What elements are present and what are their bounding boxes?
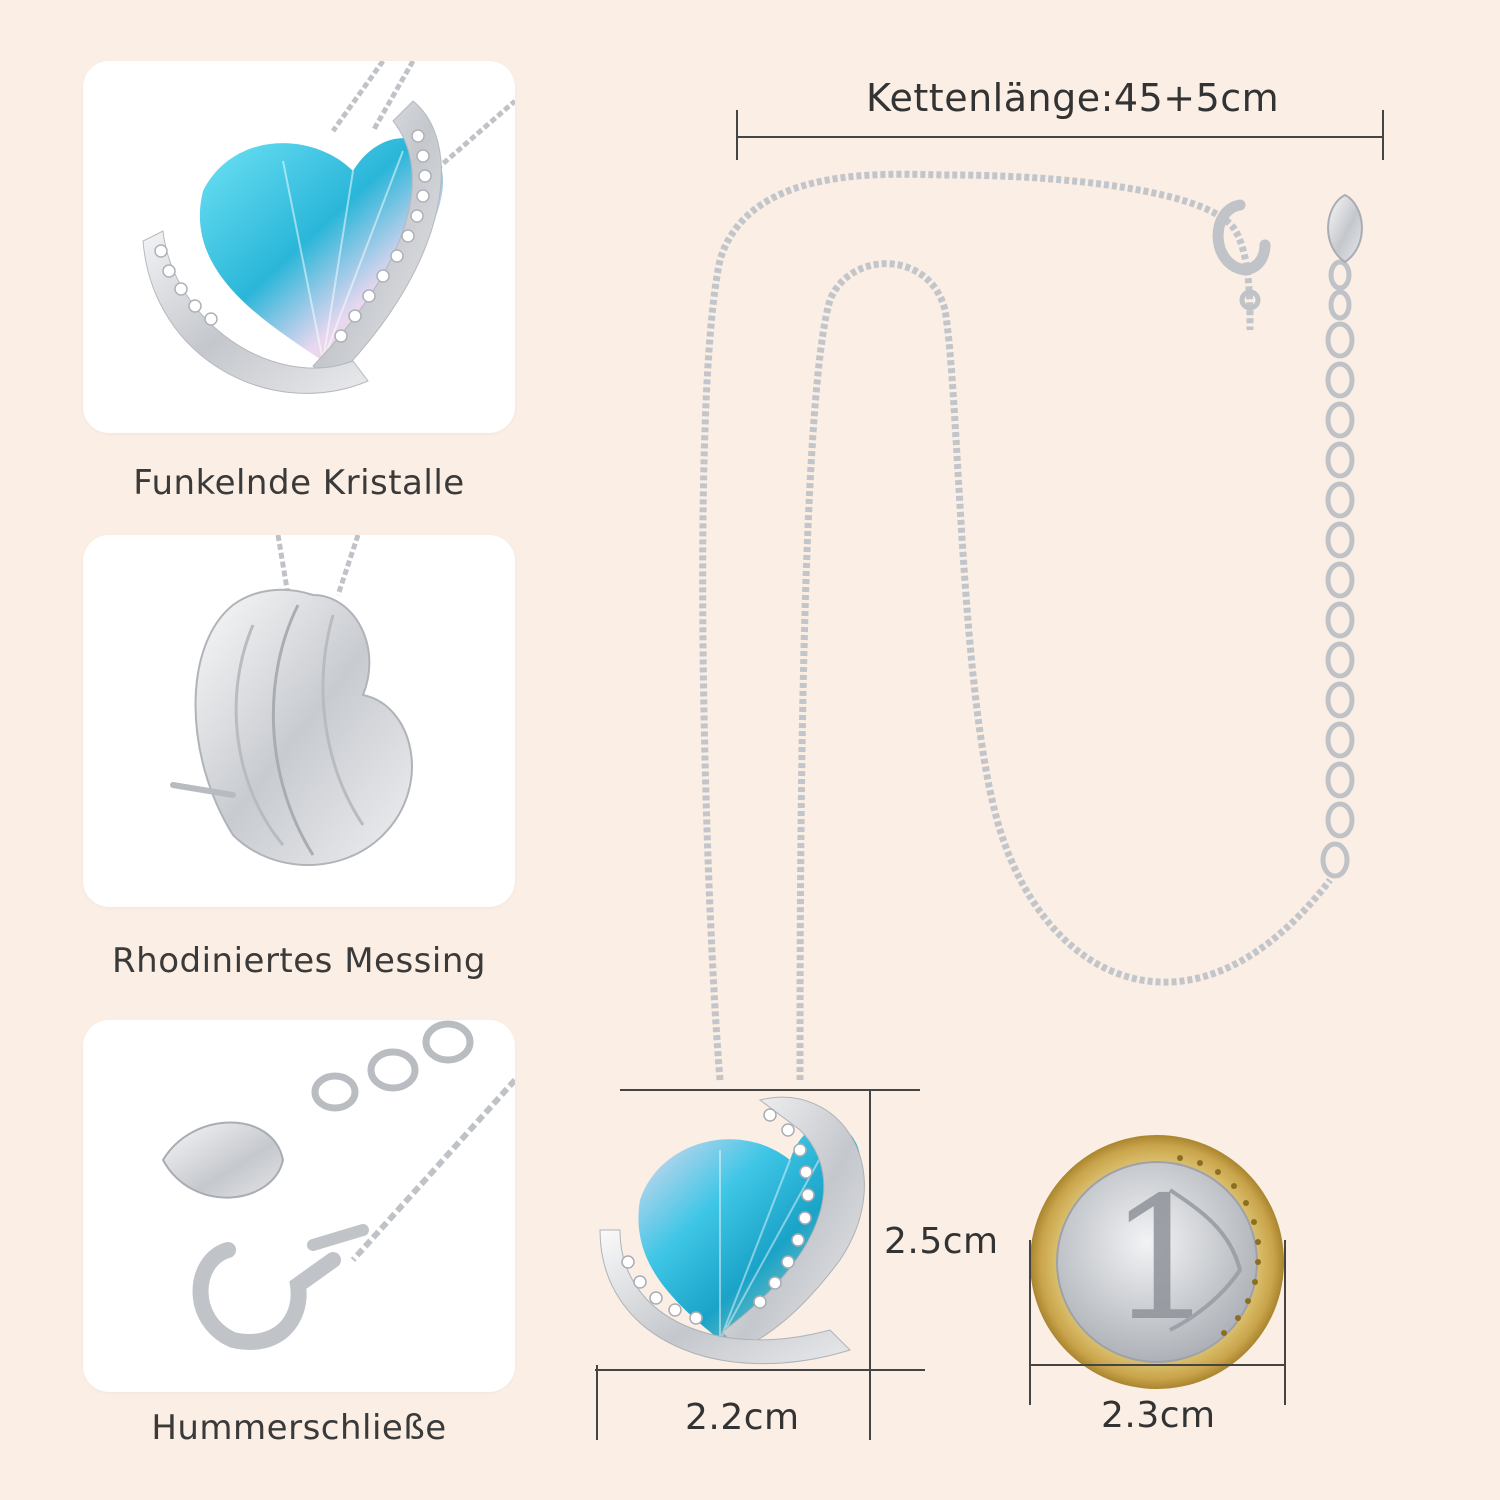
necklace-chain [699, 170, 1254, 1081]
chain-length-dimension-line [736, 110, 1384, 160]
pendant-dimension-lines [595, 1089, 925, 1440]
oval-tag [1327, 193, 1363, 264]
chain-length-label: Kettenlänge:45+5cm [866, 76, 1280, 120]
feature-caption-clasp: Hummerschließe [151, 1408, 447, 1448]
heart-pendant [599, 1096, 865, 1365]
feature-card-crystals [83, 61, 515, 433]
pendant-back-image [170, 535, 413, 866]
lobster-clasp-image [161, 1020, 515, 1350]
feature-card-clasp [83, 1020, 515, 1392]
extension-chain [1320, 259, 1355, 879]
euro-coin: 1 [1030, 1135, 1284, 1389]
coin-dimension-lines [1029, 1240, 1286, 1405]
feature-caption-brass: Rhodiniertes Messing [112, 941, 486, 981]
crystal-pendant-image [142, 61, 515, 394]
pendant-width-label: 2.2cm [685, 1397, 800, 1438]
feature-caption-crystals: Funkelnde Kristalle [133, 463, 465, 503]
pendant-height-label: 2.5cm [884, 1221, 999, 1262]
coin-diameter-label: 2.3cm [1101, 1395, 1216, 1436]
svg-text:1: 1 [1108, 1161, 1216, 1359]
feature-card-brass [83, 535, 515, 907]
lobster-clasp [1212, 199, 1271, 276]
